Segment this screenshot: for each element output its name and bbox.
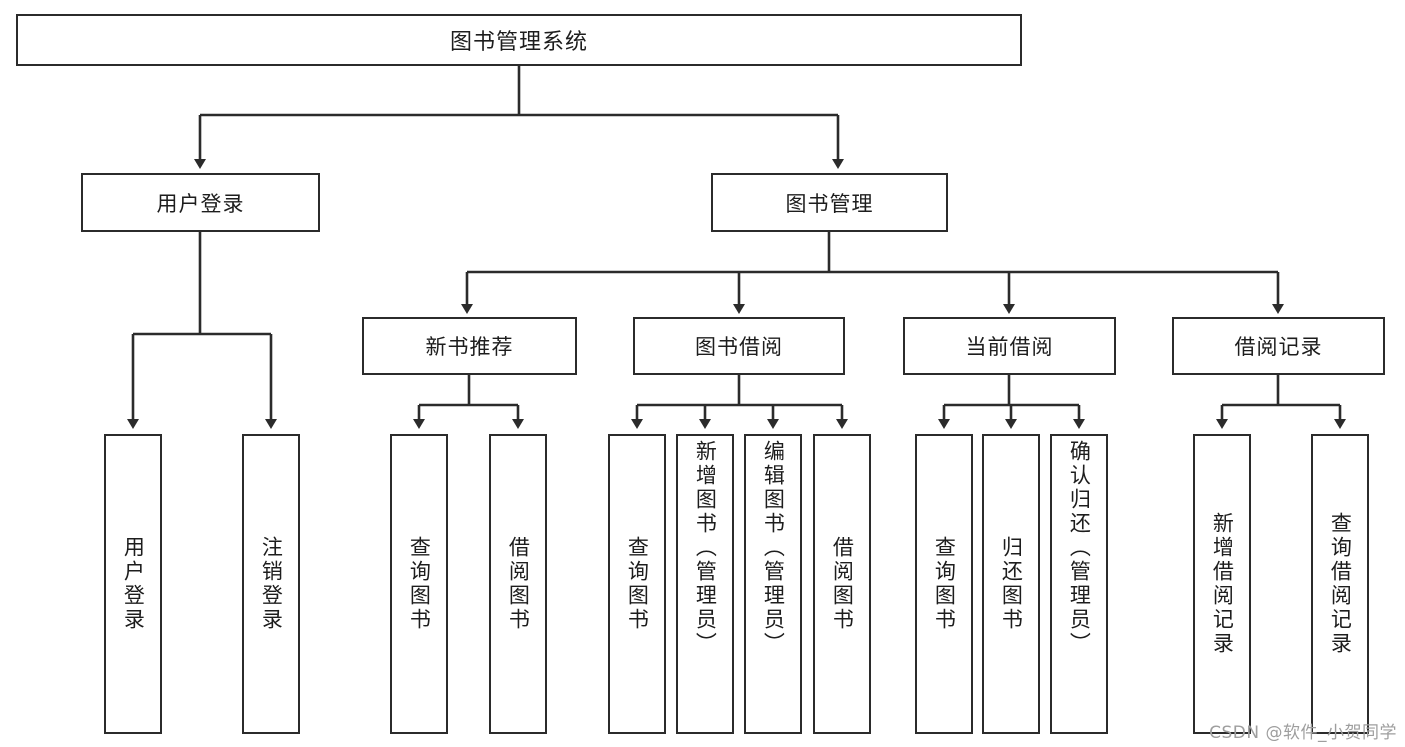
node-label: 图书管理 (785, 191, 874, 216)
node-user-login[interactable]: 用户登录 (81, 173, 320, 232)
node-label: 编辑图书（管理员） (761, 440, 786, 656)
node-label: 查询图书 (932, 536, 957, 632)
leaf-book-borrow-edit[interactable]: 编辑图书（管理员） (744, 434, 802, 734)
node-label: 图书借阅 (695, 335, 783, 359)
node-book-borrow[interactable]: 图书借阅 (633, 317, 845, 375)
leaf-label-wrap: 查询图书 (917, 436, 971, 732)
leaf-borrow-records-add[interactable]: 新增借阅记录 (1193, 434, 1251, 734)
node-book-management[interactable]: 图书管理 (711, 173, 948, 232)
leaf-label-wrap: 借阅图书 (815, 436, 869, 732)
node-label: 图书管理系统 (449, 30, 588, 55)
node-label: 新书推荐 (425, 335, 514, 359)
leaf-label-wrap: 编辑图书（管理员） (746, 436, 800, 732)
leaf-current-borrow-query[interactable]: 查询图书 (915, 434, 973, 734)
node-label: 新增图书（管理员） (693, 440, 718, 656)
leaf-label-wrap: 新增借阅记录 (1195, 436, 1249, 732)
leaf-current-borrow-confirm[interactable]: 确认归还（管理员） (1050, 434, 1108, 734)
node-label: 借阅图书 (830, 536, 855, 632)
leaf-borrow-records-query[interactable]: 查询借阅记录 (1311, 434, 1369, 734)
leaf-label-wrap: 借阅图书 (491, 436, 545, 732)
leaf-label-wrap: 确认归还（管理员） (1052, 436, 1106, 732)
node-root-system[interactable]: 图书管理系统 (16, 14, 1022, 66)
node-label: 查询图书 (407, 536, 432, 632)
csdn-watermark: CSDN @软件_小贺同学 (1209, 723, 1397, 743)
leaf-user-login-login[interactable]: 用户登录 (104, 434, 162, 734)
node-label: 借阅图书 (506, 536, 531, 632)
leaf-book-borrow-add[interactable]: 新增图书（管理员） (676, 434, 734, 734)
node-label: 用户登录 (156, 191, 245, 216)
leaf-label-wrap: 归还图书 (984, 436, 1038, 732)
node-label: 新增借阅记录 (1210, 512, 1235, 656)
node-label: 注销登录 (259, 536, 284, 632)
node-label: 归还图书 (999, 536, 1024, 632)
node-label: 确认归还（管理员） (1067, 440, 1092, 656)
leaf-new-book-borrow[interactable]: 借阅图书 (489, 434, 547, 734)
node-label: 查询图书 (625, 536, 650, 632)
node-label: 查询借阅记录 (1328, 512, 1353, 656)
leaf-label-wrap: 新增图书（管理员） (678, 436, 732, 732)
leaf-book-borrow-borrow[interactable]: 借阅图书 (813, 434, 871, 734)
leaf-user-login-logout[interactable]: 注销登录 (242, 434, 300, 734)
leaf-new-book-query[interactable]: 查询图书 (390, 434, 448, 734)
leaf-label-wrap: 用户登录 (106, 436, 160, 732)
node-label: 借阅记录 (1234, 335, 1323, 359)
node-current-borrow[interactable]: 当前借阅 (903, 317, 1116, 375)
node-label: 当前借阅 (965, 335, 1054, 359)
leaf-label-wrap: 查询图书 (610, 436, 664, 732)
node-label: 用户登录 (121, 536, 146, 632)
node-borrow-records[interactable]: 借阅记录 (1172, 317, 1385, 375)
leaf-label-wrap: 查询图书 (392, 436, 446, 732)
leaf-label-wrap: 查询借阅记录 (1313, 436, 1367, 732)
leaf-label-wrap: 注销登录 (244, 436, 298, 732)
node-new-book-recommend[interactable]: 新书推荐 (362, 317, 577, 375)
leaf-book-borrow-query[interactable]: 查询图书 (608, 434, 666, 734)
leaf-current-borrow-return[interactable]: 归还图书 (982, 434, 1040, 734)
